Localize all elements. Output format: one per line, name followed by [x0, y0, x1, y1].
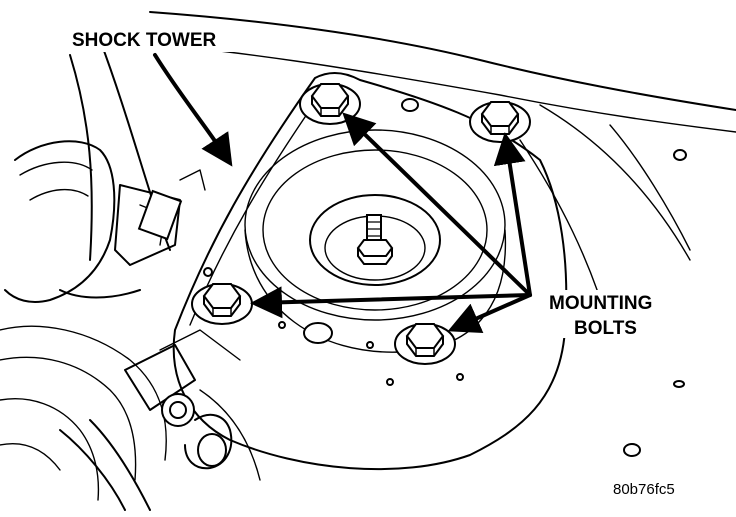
- shock-tower-leader: [153, 53, 233, 167]
- strut-center-nut: [356, 214, 394, 265]
- mounting-bolt-left: [191, 283, 253, 325]
- shock-tower-label: SHOCK TOWER: [72, 30, 217, 51]
- mounting-bolt-top-left: [299, 83, 361, 125]
- mounting-bolts-leaders: [250, 112, 532, 333]
- panel-holes: [203, 98, 687, 457]
- mounting-bolt-bottom: [394, 323, 456, 365]
- mounting-bolt-top-right: [469, 101, 531, 143]
- figure-code: 80b76fc5: [613, 481, 675, 498]
- mounting-label-line1: MOUNTING: [549, 293, 652, 314]
- mounting-label-line2: BOLTS: [574, 318, 637, 339]
- engine-compartment: [0, 39, 261, 511]
